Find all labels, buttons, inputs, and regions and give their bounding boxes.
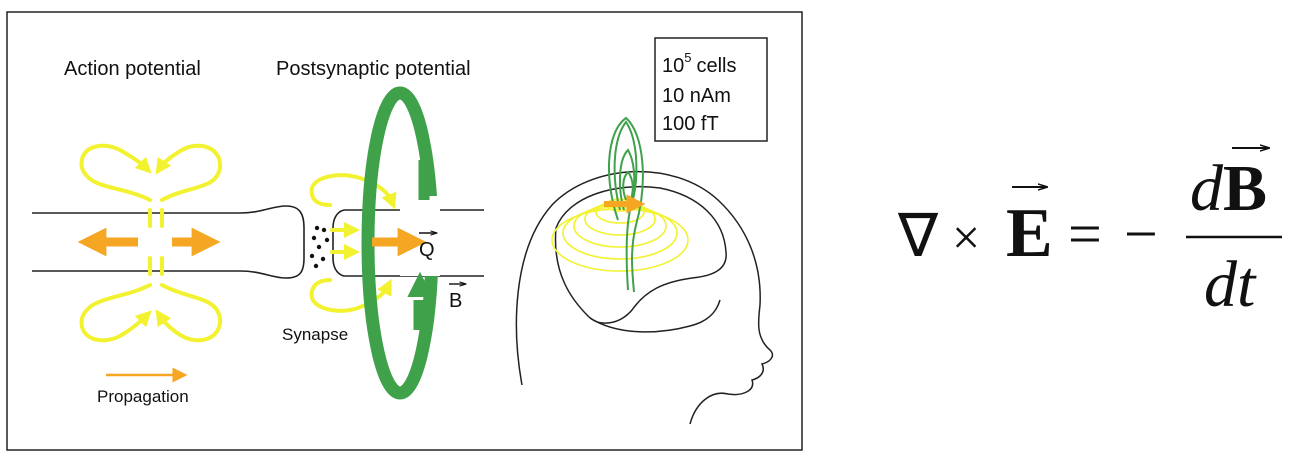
head-outline [515, 170, 774, 425]
q-vector-label: Q [419, 233, 436, 261]
info-moment: 10 nAm [662, 85, 731, 107]
b-vector-label: B [449, 284, 465, 312]
eq-numerator-d: d [1190, 152, 1224, 225]
propagation-label: Propagation [97, 387, 189, 406]
eq-minus: − [1124, 201, 1158, 267]
head-field-lines [608, 116, 644, 293]
postsynaptic-potential-label: Postsynaptic potential [276, 58, 471, 80]
info-cells-base: 10 [662, 55, 684, 77]
faraday-equation: ∇ × E = − dB dt [897, 148, 1282, 321]
info-cells-exp: 5 [684, 50, 691, 65]
info-field: 100 fT [662, 113, 719, 135]
svg-text:dB: dB [1190, 152, 1267, 225]
postsynaptic-current-loops [309, 173, 397, 313]
action-potential-current-loops [79, 143, 223, 343]
action-potential-label: Action potential [64, 58, 201, 80]
eq-numerator-b: B [1223, 152, 1267, 225]
eq-equals: = [1068, 201, 1102, 267]
q-label: Q [419, 239, 435, 261]
b-label: B [449, 290, 462, 312]
eq-denominator: dt [1204, 248, 1257, 321]
synapse-vesicles [309, 225, 330, 269]
eq-nabla: ∇ [897, 203, 939, 269]
synapse-label: Synapse [282, 325, 348, 344]
info-box: 105 cells 10 nAm 100 fT [654, 37, 768, 142]
eq-e-field: E [1006, 195, 1053, 272]
info-cells-unit: cells [696, 55, 736, 77]
eq-times: × [952, 209, 980, 265]
